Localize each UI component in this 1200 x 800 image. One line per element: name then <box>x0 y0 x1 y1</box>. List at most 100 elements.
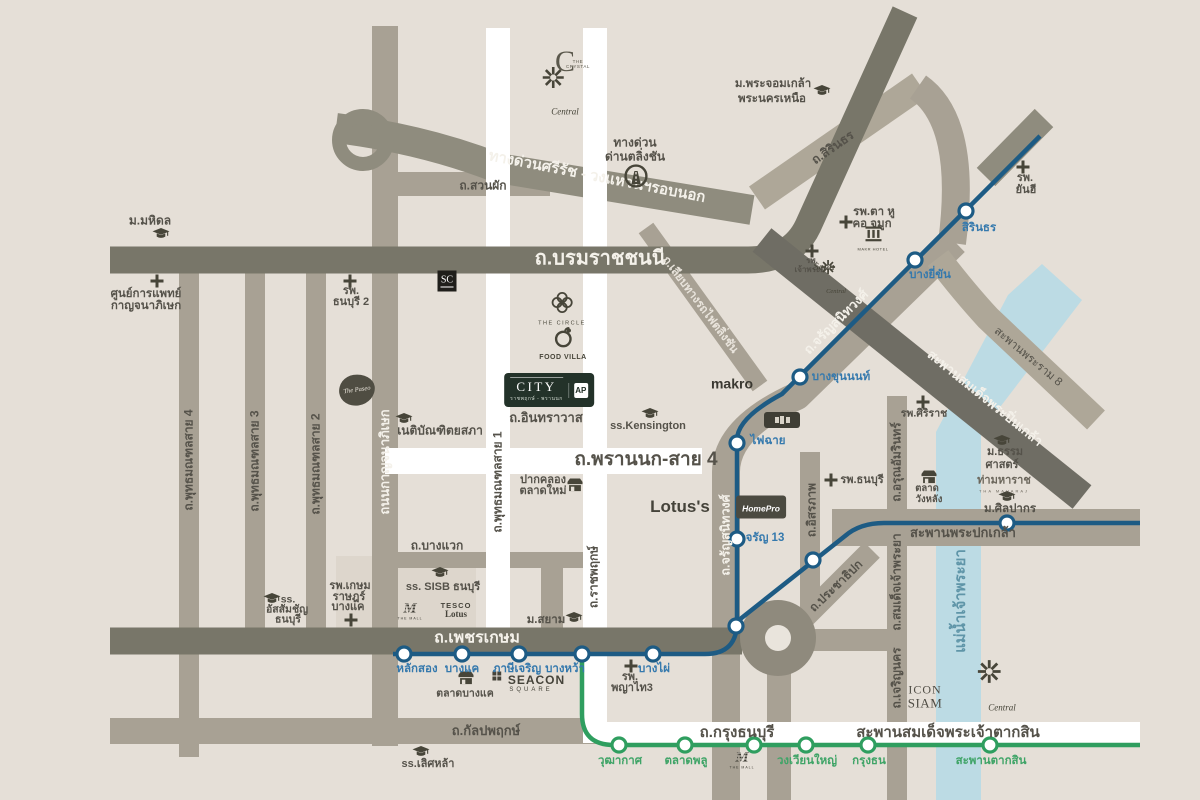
assumption-thonburi-school-label: ss. <box>280 593 296 606</box>
silpakorn-university-cap-icon <box>998 491 1016 503</box>
phyathai3-hospital-label: พญาไท3 <box>611 682 653 695</box>
kmutnb-university-label: พระนครเหนือ <box>738 92 806 105</box>
assumption-thonburi-school-label: ธนบุรี <box>275 613 301 626</box>
chaophraya-hospital-plus-icon <box>805 244 819 258</box>
central-westville: Central <box>542 67 579 117</box>
kanchanaphisek-medical-center-label: ศูนย์การแพทย์ <box>110 287 182 300</box>
mrt-station-บางแค <box>453 645 471 663</box>
interchange-loop <box>332 109 394 171</box>
mrt-blue-line-branch <box>737 520 1140 622</box>
kasemrad-bangkhae-hospital-plus-icon <box>344 613 358 627</box>
siriraj-hospital-plus-icon <box>916 395 930 409</box>
mrt-station-label: บางยี่ขัน <box>909 268 951 281</box>
kensington-school-cap-icon <box>641 408 659 420</box>
the-crystal-c: C <box>554 45 576 78</box>
road-label-borommaratchachonnani: ถ.บรมราชชนนี <box>534 247 666 270</box>
mrt-station-label: สิรินธร <box>961 221 997 234</box>
mrt-station-label: บางหว้า <box>545 662 585 675</box>
kanchanaphisek-medical-center-plus-icon <box>150 274 164 288</box>
thonburi2-hospital-label: ธนบุรี 2 <box>332 296 370 309</box>
makr-hotel-text: MAKR HOTEL <box>857 246 889 252</box>
river-label-chao-phraya: แม่น้ำเจ้าพระยา <box>952 549 970 653</box>
sc-plaza: SC <box>437 270 457 292</box>
mrt-station <box>727 617 745 635</box>
mrt-station-บางยี่ขัน <box>906 251 924 269</box>
road-label-phutthamonthon-2: ถ.พุทธมณฑลสาย 2 <box>308 413 323 515</box>
pak-khlong-talat-mai-market-label: ปากคลอง <box>520 474 566 487</box>
road-label-taksin-bridge: สะพานสมเด็จพระเจ้าตากสิน <box>856 724 1040 742</box>
mrt-station-หลักสอง <box>395 645 413 663</box>
road-label-rama8-bridge: สะพานพระราม 8 <box>991 325 1065 389</box>
the-mall-m: M <box>729 750 754 766</box>
pak-khlong-talat-mai-market-label: ตลาดใหม่ <box>519 485 567 498</box>
mrt-station-บางไผ่ <box>644 645 662 663</box>
road-label-phra-pokklao: สะพานพระปกเกล้า <box>910 525 1016 541</box>
road-label-phetkasem: ถ.เพชรเกษม <box>434 629 520 647</box>
road-label-expressway: ทางด่วนศรีรัช - วงแหวนฯรอบนอก <box>487 147 707 207</box>
sisb-school-label: ss. SISB ธนบุรี <box>405 581 481 594</box>
road-phutthamonthon-sai1 <box>486 28 510 632</box>
central-pinklao: Central <box>821 260 846 295</box>
thai-bar-institute-cap-icon <box>395 413 413 425</box>
road-charansanitwong <box>712 231 965 800</box>
the-paseo: The Paseo <box>337 372 377 408</box>
mrt-station-label: จรัญ 13 <box>745 531 785 544</box>
lotus-text: Lotus <box>444 609 467 619</box>
srirat-toll-gate-label: ด่านตลิ่งชัน <box>604 149 666 164</box>
the-mall-text: THE MALL <box>729 765 755 770</box>
thammasat-university-label: ศาสตร์ <box>985 459 1019 472</box>
sisb-school-cap-icon <box>431 567 449 579</box>
road-prannok-sai4 <box>385 448 702 474</box>
thammasat-university-cap-icon <box>993 435 1011 447</box>
bts-station-สะพานตากสิน <box>981 736 999 754</box>
road-kanlapaphruek <box>110 718 602 744</box>
tha-maharaj-text: ท่ามหาราช <box>977 474 1031 487</box>
bts-station-label: กรุงธน <box>852 754 886 767</box>
siam-text: SIAM <box>907 695 943 711</box>
road-label-sirindhorn: ถ.สิรินธร <box>808 127 857 168</box>
homepro-text: HomePro <box>742 503 780 514</box>
road-phra-pokklao <box>832 509 1140 546</box>
bts-station <box>745 736 763 754</box>
mrt-station-label: ไฟฉาย <box>750 434 786 447</box>
wang-lang-market-label: วังหลัง <box>915 494 943 506</box>
bts-station-กรุงธน <box>859 736 877 754</box>
lertlah-school-label: ss.เลิศหล้า <box>401 758 455 771</box>
road-rama8-bridge <box>927 250 1105 430</box>
eent-hospital-label: รพ.ตา หู <box>853 205 895 218</box>
bts-station-label: สะพานตากสิน <box>955 754 1027 767</box>
city-logo-text: CITY <box>510 377 563 395</box>
road-arun-charoen-nakhon <box>887 396 907 800</box>
srirat-toll-gate-label: ทางด่วน <box>613 135 657 150</box>
chaophraya-hospital-label: รพ. <box>806 255 818 265</box>
mrt-station-บางขุนนนท์ <box>791 368 809 386</box>
road-itsaraphap <box>800 452 820 615</box>
road-label-phutthamonthon-4: ถ.พุทธมณฑลสาย 4 <box>181 409 196 511</box>
road-label-somdet-chaophraya: ถ.สมเด็จเจ้าพระยา <box>889 533 904 631</box>
road-prachathipok <box>792 542 880 630</box>
road-phutthamonthon-sai3 <box>245 272 265 630</box>
mahidol-university-cap-icon <box>152 228 170 240</box>
makr-hotel: MAKR HOTEL <box>857 226 889 252</box>
food-villa: FOOD VILLA <box>539 327 586 361</box>
food-villa-text: FOOD VILLA <box>539 354 587 361</box>
bts-station-label: ตลาดพลู <box>664 754 708 767</box>
central-flower-icon <box>820 259 836 275</box>
siam-university-cap-icon <box>565 612 583 624</box>
wang-lang-market-market-icon <box>921 470 937 484</box>
road-label-kanlapaphruek: ถ.กัลปพฤกษ์ <box>451 723 521 739</box>
eent-hospital-label: คอ จมูก <box>852 217 892 230</box>
road-sirindhorn-connector <box>909 75 970 245</box>
storefront-badge <box>764 412 800 428</box>
seacon-text: SEACON <box>507 673 566 687</box>
thonburi2-hospital-label: รพ. <box>342 285 360 298</box>
road-label-prannok-sai4: ถ.พรานนก-สาย 4 <box>574 449 718 471</box>
